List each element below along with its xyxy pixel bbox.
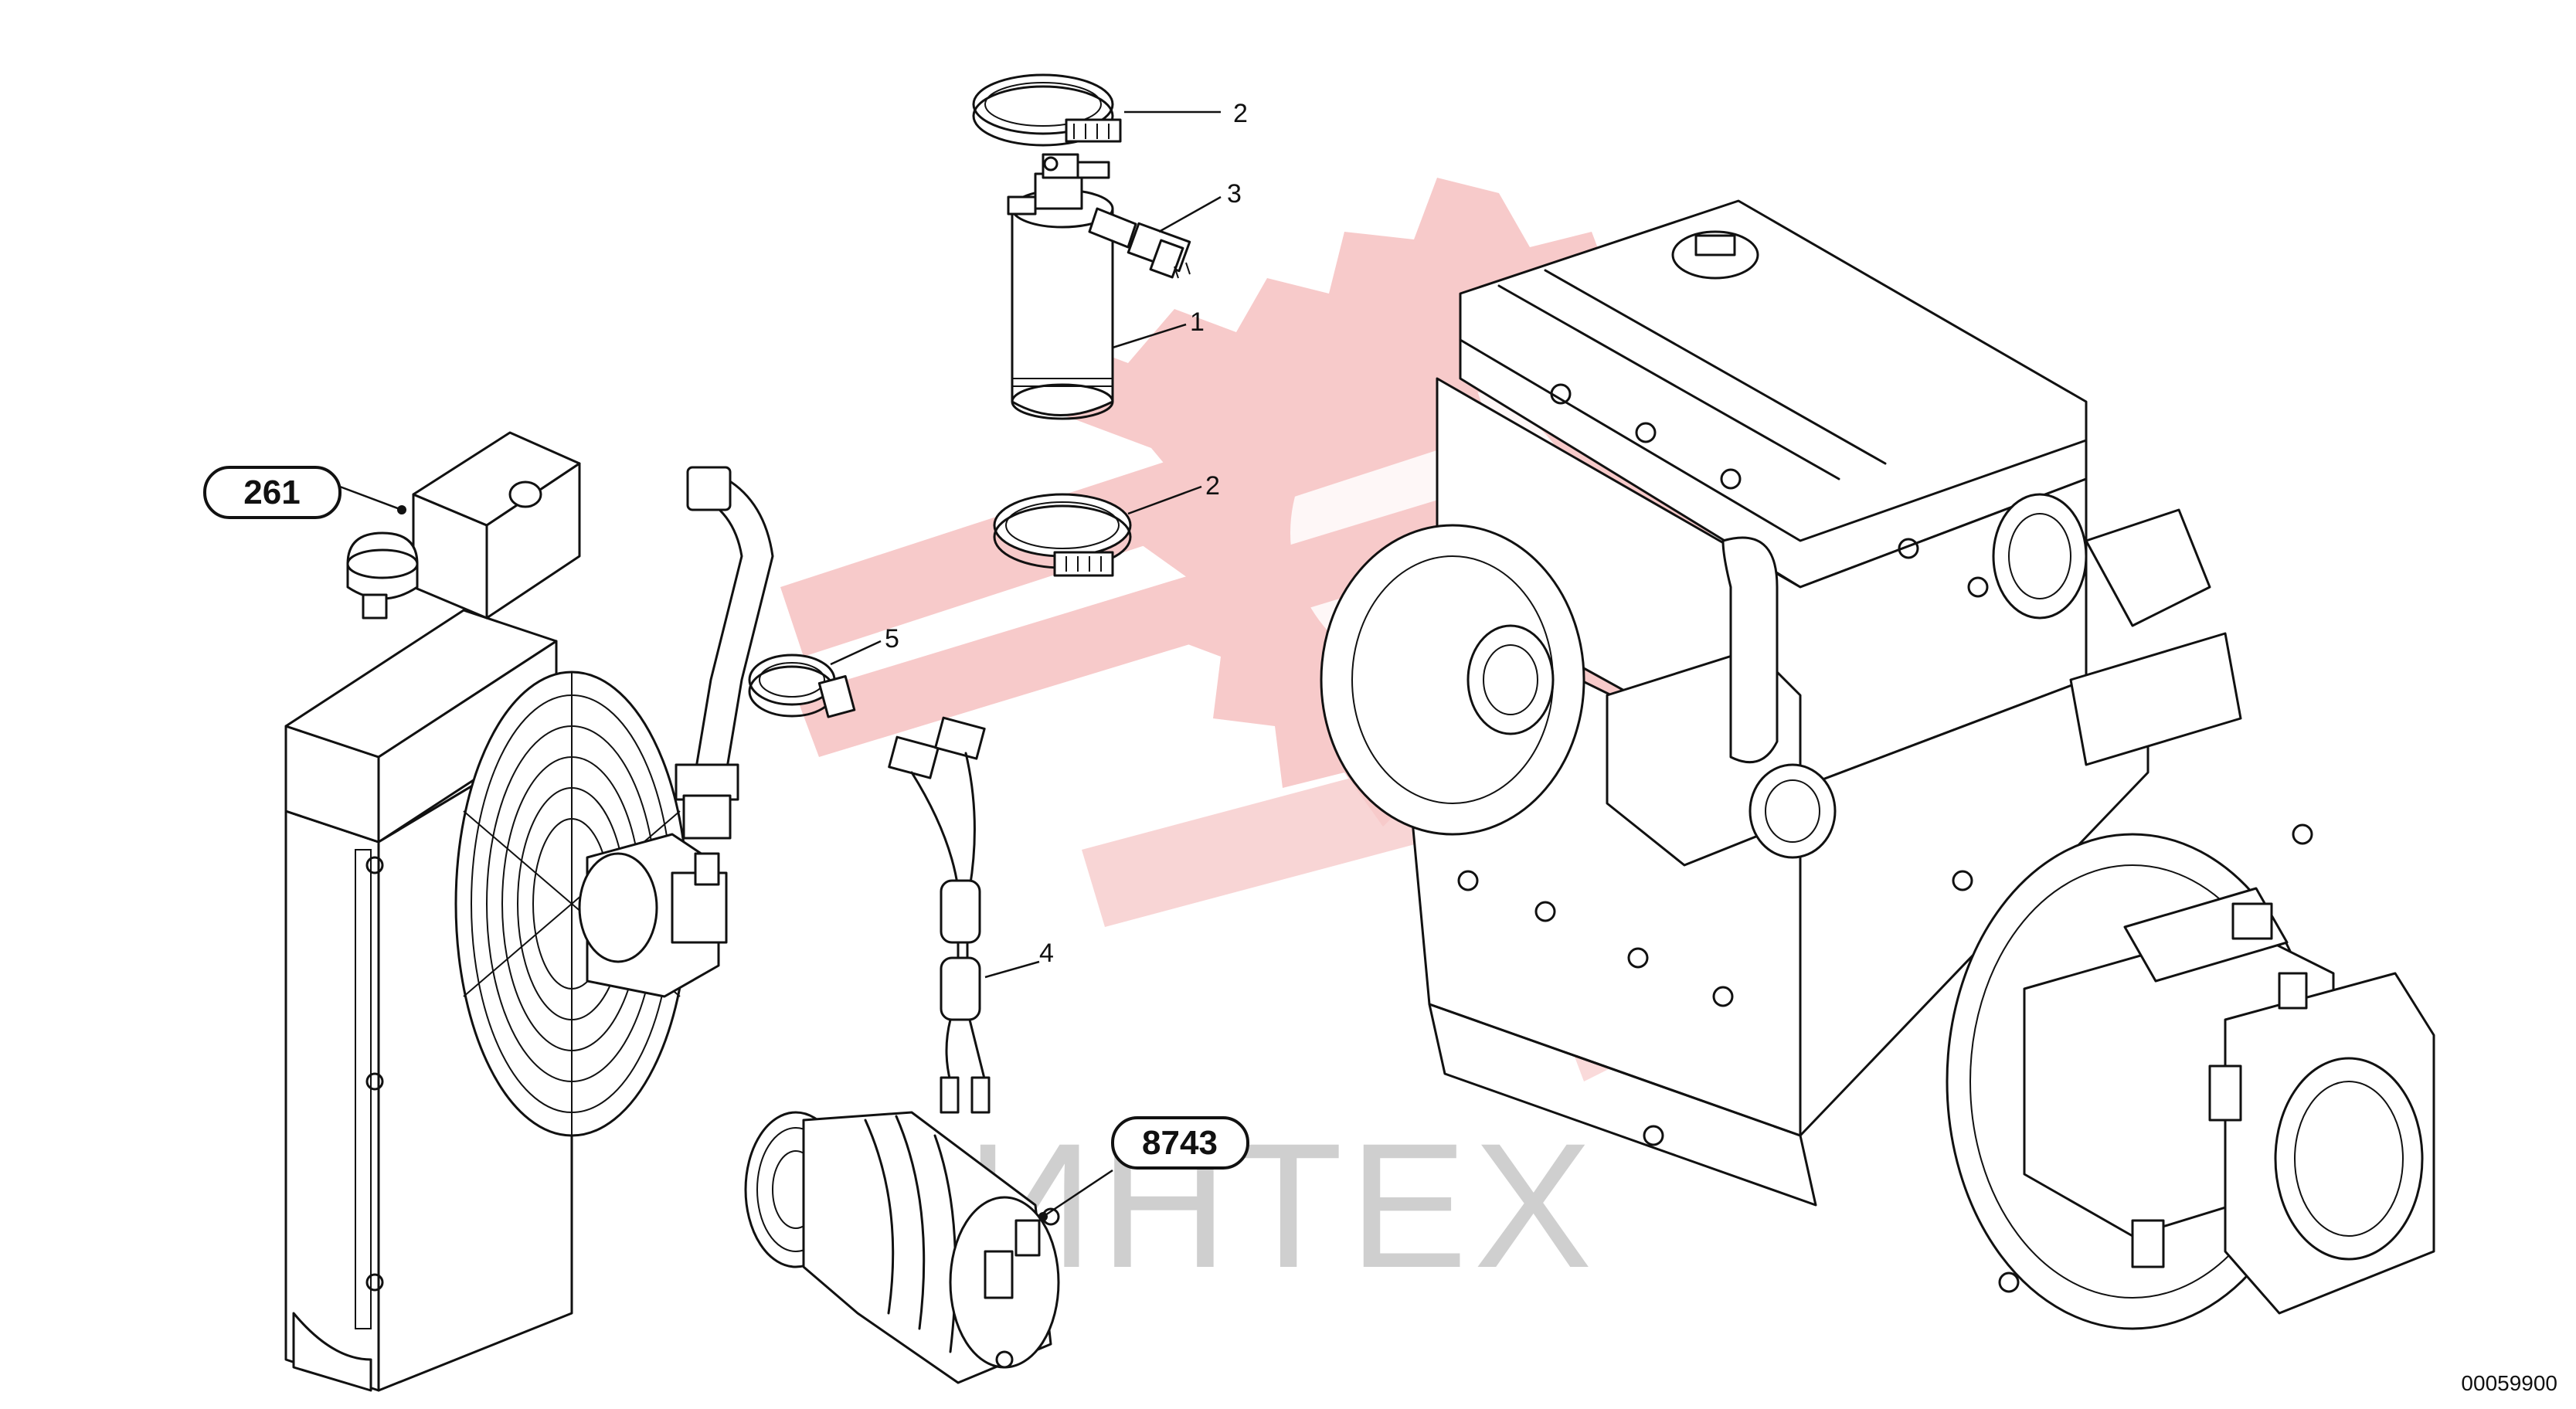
- receiver-drier-part[interactable]: [1007, 153, 1114, 420]
- radiator-assembly[interactable]: [284, 431, 774, 1392]
- radiator-leader-dot: [397, 505, 406, 514]
- pressure-switch-part[interactable]: [1088, 207, 1191, 279]
- callout-label-4: 4: [1039, 939, 1054, 968]
- watermark-text: ИНТЕХ: [966, 1106, 1599, 1305]
- callout-label-1: 1: [1190, 307, 1205, 337]
- engine-assembly: [1320, 199, 2435, 1330]
- drawing-code: 00059900: [2461, 1371, 2557, 1395]
- compressor-assembly[interactable]: [744, 1111, 1060, 1384]
- reference-badge-261[interactable]: 261: [203, 466, 342, 519]
- reference-badge-8743[interactable]: 8743: [1111, 1116, 1249, 1170]
- callout-label-3: 3: [1227, 179, 1242, 209]
- callout-label-2-top: 2: [1233, 99, 1248, 128]
- reference-label-8743: 8743: [1142, 1124, 1218, 1162]
- clamp-top-part[interactable]: [972, 73, 1122, 147]
- clamp-bottom-part[interactable]: [993, 493, 1132, 577]
- callout-label-2-bottom: 2: [1205, 471, 1220, 501]
- hose-clamp-part[interactable]: [748, 654, 856, 718]
- wire-harness-part[interactable]: [888, 716, 991, 1114]
- callout-label-5: 5: [885, 624, 899, 654]
- compressor-leader-dot: [1038, 1212, 1048, 1221]
- reference-label-261: 261: [243, 474, 300, 511]
